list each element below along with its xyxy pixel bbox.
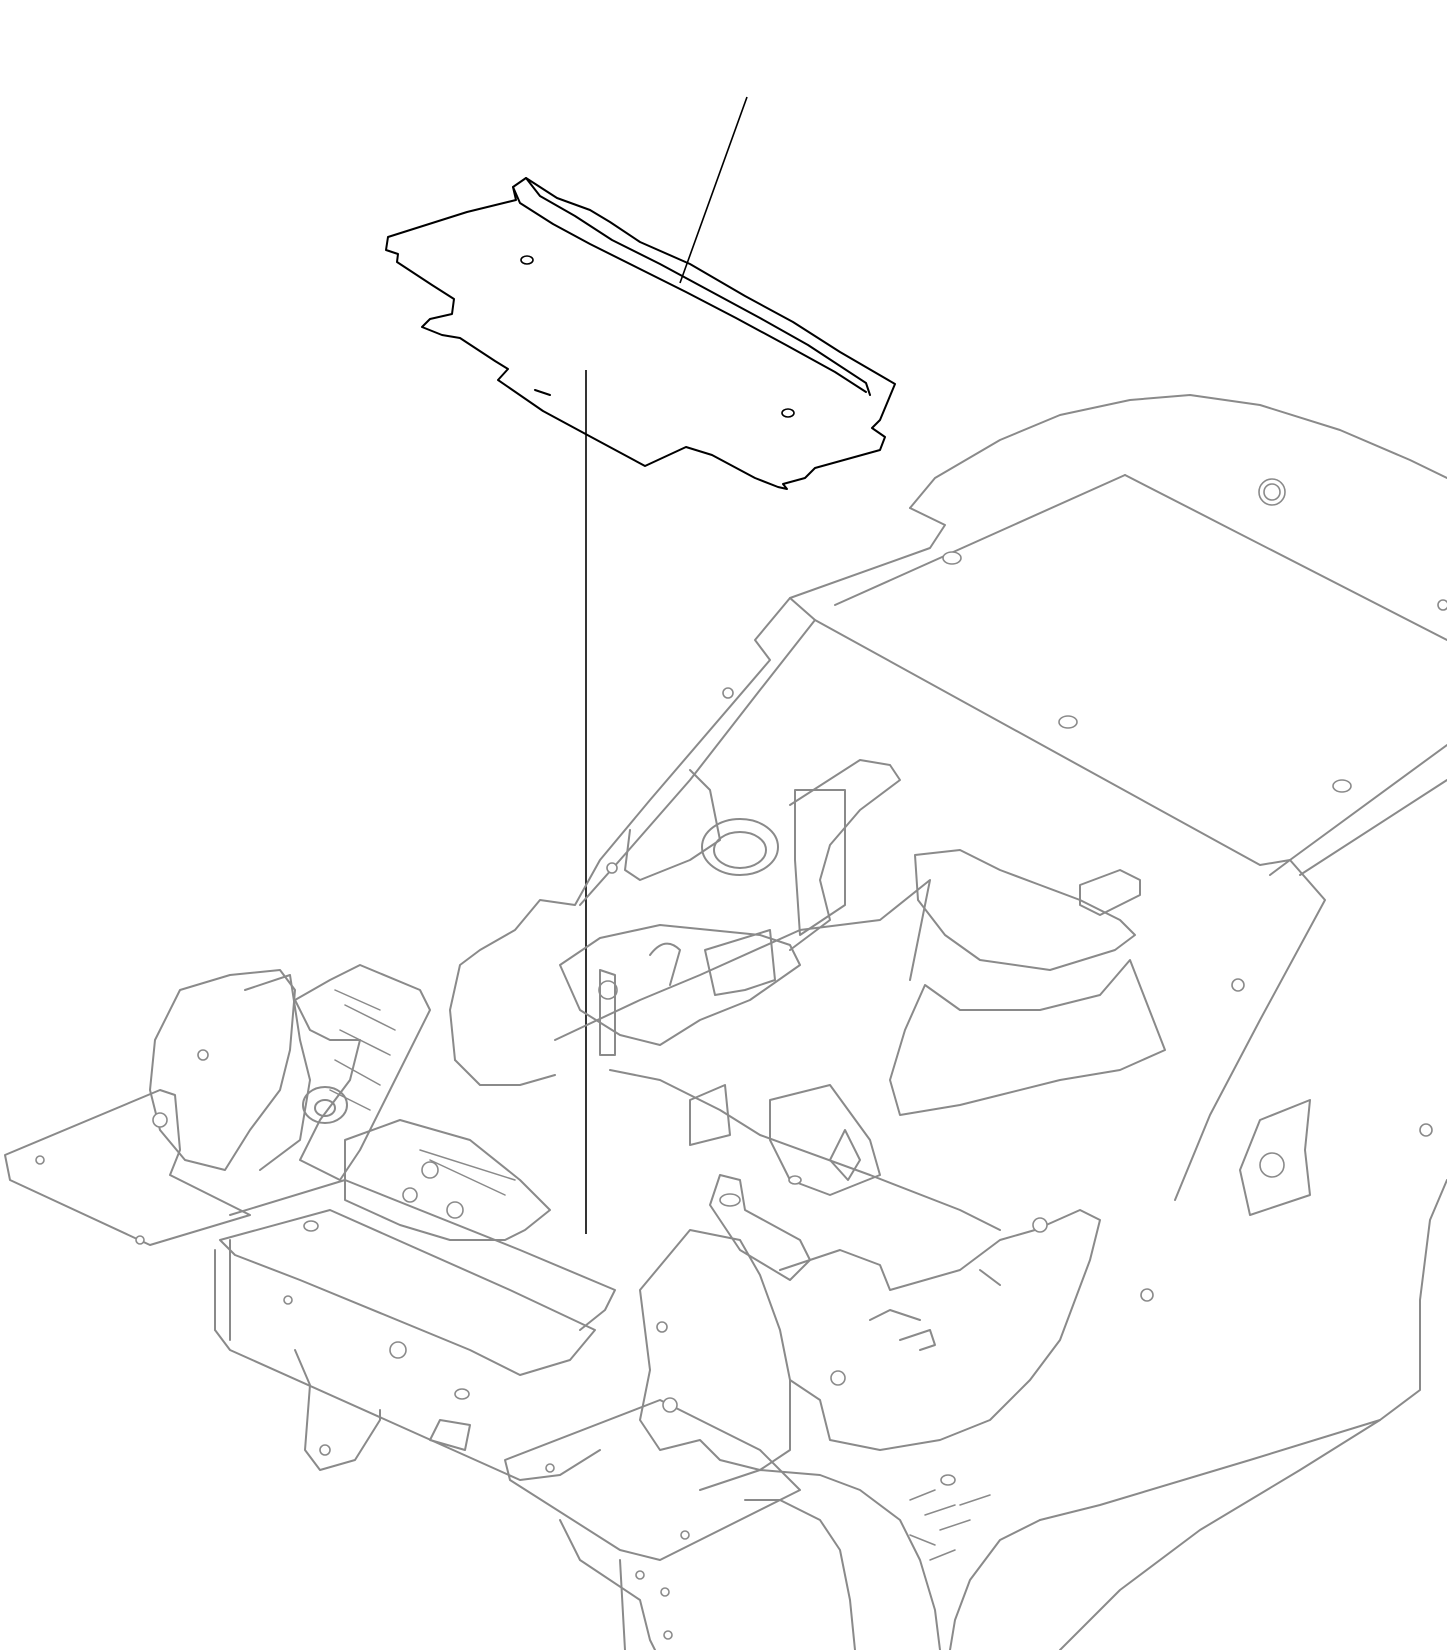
callout-leader-line: [679, 96, 748, 284]
mat-hole-left: [520, 255, 534, 265]
floor-mat-panel[interactable]: [385, 177, 896, 490]
mat-hole-right: [781, 408, 795, 418]
machine-frame: [4, 394, 1447, 1650]
